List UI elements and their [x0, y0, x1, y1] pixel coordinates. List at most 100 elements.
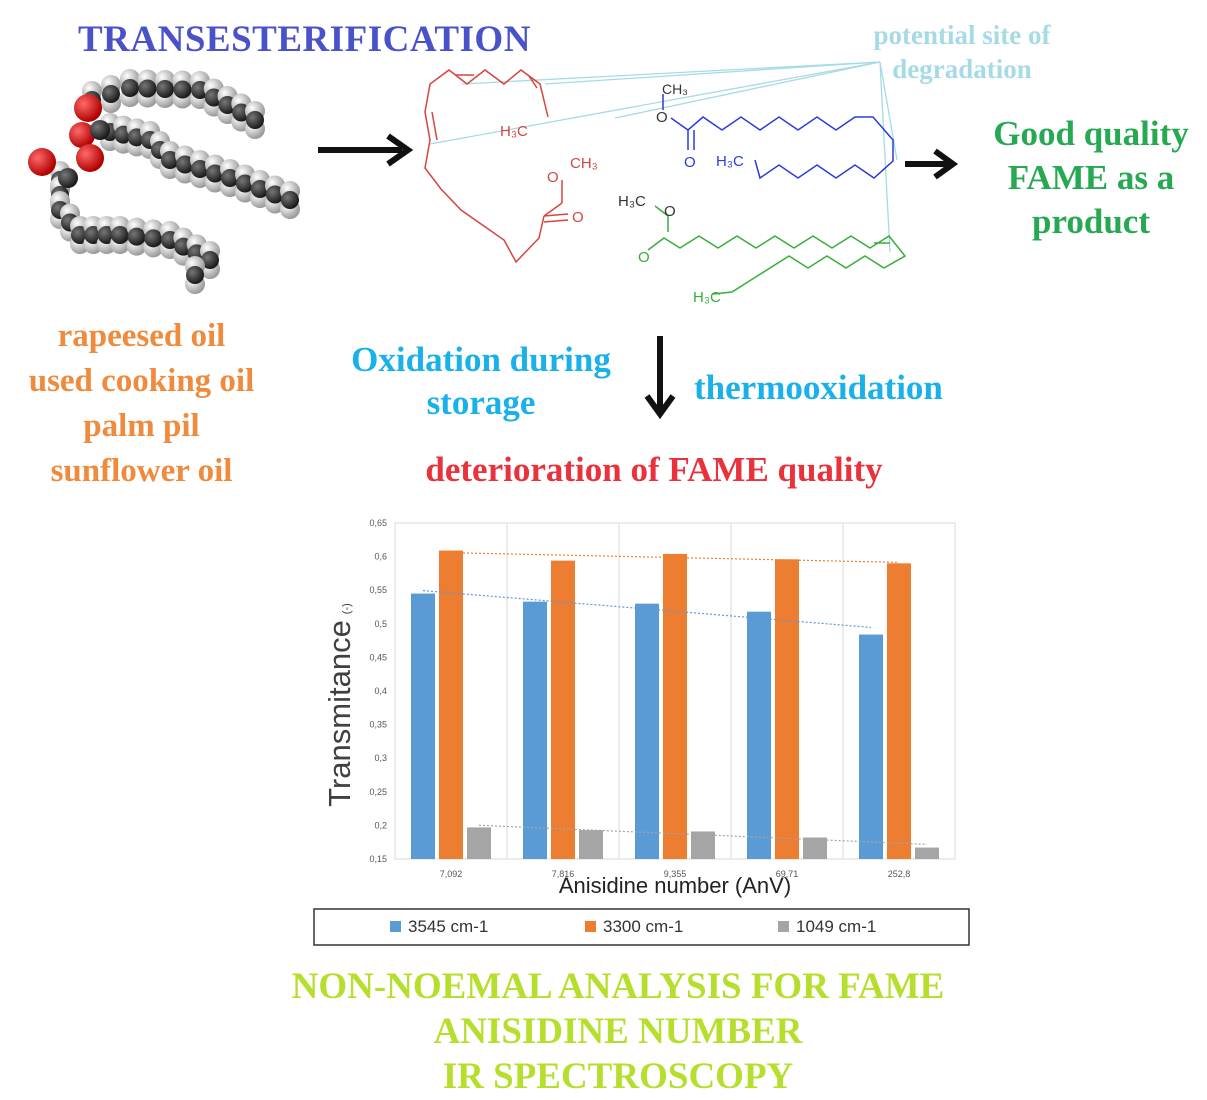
feedstock-item: palm pil [83, 408, 200, 444]
bar [663, 553, 687, 859]
oxygen-atom [28, 148, 56, 176]
y-axis-label: Transmitance(-) [322, 603, 357, 807]
bar [579, 830, 603, 859]
green-h3c-label: H₃C [618, 193, 646, 210]
red-o-label: O [547, 169, 559, 186]
carbon-atom [121, 79, 139, 97]
product-line-2: FAME as a [1007, 158, 1175, 197]
potential-site-note: potential site of degradation [842, 18, 1082, 86]
carbon-atom [221, 169, 239, 187]
carbon-atom [206, 164, 224, 183]
site-note-line-2: degradation [892, 54, 1032, 84]
legend-swatch [585, 921, 596, 932]
feedstock-item: rapeesed oil [57, 318, 226, 354]
x-tick-label: 9,355 [664, 869, 687, 879]
green-o-label: O [638, 249, 650, 266]
y-tick-label: 0,55 [369, 585, 387, 595]
product-line-3: product [1032, 202, 1150, 241]
x-axis-label: Anisidine number (AnV) [559, 873, 791, 898]
y-tick-label: 0,4 [374, 686, 387, 696]
y-tick-label: 0,65 [369, 518, 387, 528]
carbon-atom [246, 111, 264, 129]
bar [551, 560, 575, 859]
carbon-atom [102, 85, 120, 103]
product-label: Good quality FAME as a product [975, 112, 1207, 244]
x-tick-label: 7,816 [552, 869, 575, 879]
product-line-1: Good quality [993, 114, 1189, 153]
methods-line-3: IR SPECTROSCOPY [442, 1056, 794, 1097]
bar [411, 593, 435, 859]
carbon-atom [127, 227, 146, 246]
feedstock-item: sunflower oil [50, 453, 233, 489]
red-ch3-label: CH₃ [570, 155, 598, 172]
trendline [450, 552, 900, 563]
y-tick-label: 0,5 [374, 619, 387, 629]
legend-label: 3545 cm-1 [408, 917, 488, 936]
x-tick-label: 69,71 [776, 869, 799, 879]
red-fame-chain [424, 69, 569, 264]
bar [747, 611, 771, 859]
bar [523, 601, 547, 859]
carbon-atom [251, 180, 269, 198]
bar [691, 831, 715, 859]
oxidation-label: Oxidation during storage [322, 338, 640, 424]
oxidation-line-2: storage [426, 383, 536, 422]
arrow-right-icon [905, 148, 959, 180]
analysis-methods: NON-NOEMAL ANALYSIS FOR FAME ANISIDINE N… [230, 964, 1006, 1099]
legend-label: 3300 cm-1 [603, 917, 683, 936]
feedstock-list: rapeesed oil used cooking oil palm pil s… [0, 314, 283, 494]
green-h3c-label: H₃C [693, 289, 721, 306]
y-tick-label: 0,2 [374, 820, 387, 830]
methods-line-2: ANISIDINE NUMBER [433, 1011, 803, 1052]
carbon-atom [138, 79, 157, 98]
carbon-atom [266, 185, 284, 204]
carbon-atom [90, 120, 110, 140]
oxygen-atom [74, 94, 102, 122]
carbon-atom [144, 229, 163, 248]
x-tick-label: 7,092 [440, 869, 463, 879]
blue-ch3-label: CH₃ [662, 81, 688, 97]
bar [803, 837, 827, 859]
blue-o-label: O [656, 109, 668, 126]
carbon-atom [156, 80, 174, 98]
y-tick-label: 0,6 [374, 552, 387, 562]
feedstock-item: used cooking oil [28, 363, 255, 399]
transmitance-bar-chart: 0,150,20,250,30,350,40,450,50,550,60,65 … [313, 518, 970, 946]
y-tick-label: 0,25 [369, 787, 387, 797]
carbon-atom [236, 174, 254, 193]
carbon-atom [111, 226, 129, 244]
x-tick-label: 252,8 [888, 869, 911, 879]
carbon-atom [58, 168, 78, 188]
bar [915, 847, 939, 859]
legend-label: 1049 cm-1 [796, 917, 876, 936]
carbon-atom [173, 80, 192, 99]
red-h3c-label: H₃C [500, 123, 528, 140]
green-o-label: O [664, 203, 676, 220]
carbon-atom [191, 160, 209, 178]
blue-o-label: O [684, 154, 696, 171]
arrow-down-icon [644, 336, 676, 420]
bar [439, 550, 463, 859]
carbon-atom [176, 155, 194, 174]
fame-structures: H₃C CH₃ O O CH₃ O O H₃C H₃C O O H₃C [318, 61, 959, 306]
oxygen-atom [69, 122, 95, 148]
y-tick-label: 0,15 [369, 854, 387, 864]
legend-swatch [778, 921, 789, 932]
carbon-atom [161, 151, 179, 169]
deterioration-label: deterioration of FAME quality [425, 450, 883, 489]
red-o-label: O [572, 209, 584, 226]
y-tick-label: 0,45 [369, 652, 387, 662]
triglyceride-model [28, 69, 300, 294]
carbon-atom [281, 191, 299, 209]
trendline [422, 590, 872, 629]
bar [775, 559, 799, 859]
blue-fame-chain [662, 94, 894, 180]
bar [467, 827, 491, 859]
blue-h3c-label: H₃C [716, 153, 744, 170]
oxygen-atom [76, 144, 104, 172]
green-fame-chain [647, 205, 907, 295]
y-tick-label: 0,3 [374, 753, 387, 763]
carbon-atom [201, 251, 219, 269]
oxidation-line-1: Oxidation during [351, 340, 611, 379]
legend-swatch [390, 921, 401, 932]
